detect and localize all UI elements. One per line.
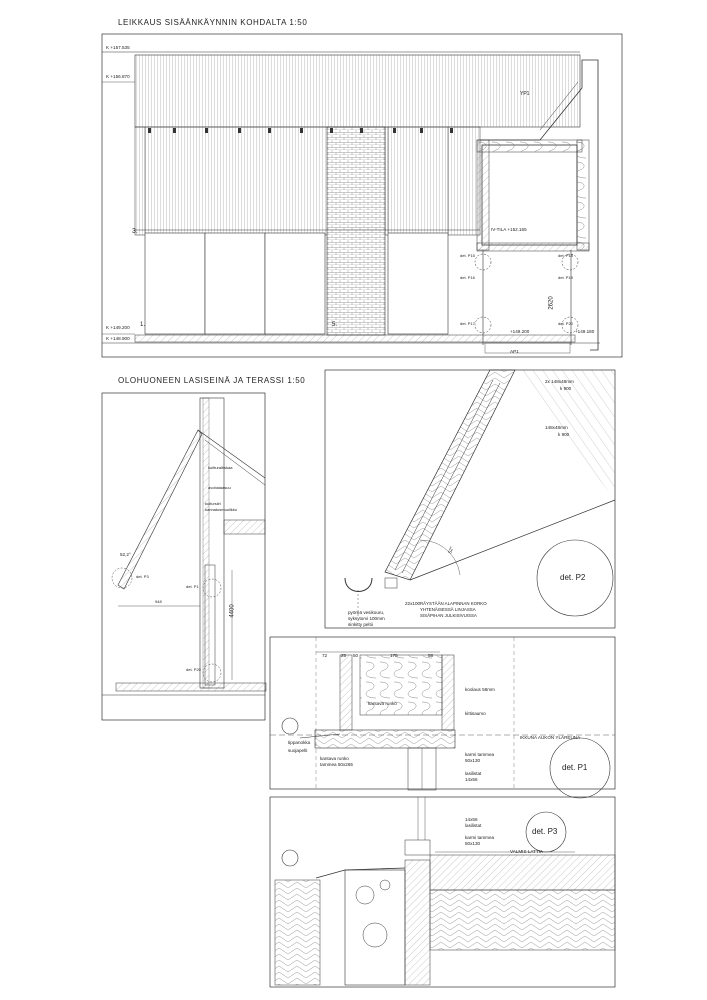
p3-lista-2: lasilistat bbox=[465, 823, 482, 828]
p1-tippa-1: tippanokka bbox=[288, 740, 311, 745]
badge-det-p2: det. P2 bbox=[560, 573, 586, 582]
p1-dim-25: 25 bbox=[341, 653, 347, 658]
p1-kitti: kittisaumo bbox=[465, 711, 486, 716]
p1-tippa-2: suojapelti bbox=[288, 748, 308, 753]
detail-tag-p19: det. P19 bbox=[558, 275, 573, 280]
level-label-4: K +148.900 bbox=[106, 336, 130, 341]
p3-lattia: VALMIS LATTIA bbox=[510, 849, 544, 854]
p1-listat-1: lasilistat bbox=[465, 771, 482, 776]
left-number-1: 1. bbox=[140, 322, 146, 328]
p2-eaves-1: RÄYSTÄÄN ALAPINNAN KORKO bbox=[420, 601, 487, 606]
p3-karmi-1: karmi tammea bbox=[465, 835, 495, 840]
p1-runko-2: tammea 50x265 bbox=[320, 762, 353, 767]
left-note-3: kuitursiiri bbox=[205, 501, 221, 506]
iv-tila-label: IV-TILA +152.165 bbox=[491, 227, 527, 232]
p2-mid-spec-1: 148x48mm bbox=[545, 425, 568, 430]
p1-runko-1: kantava runko bbox=[320, 756, 349, 761]
level-label-2: K +156.870 bbox=[106, 74, 130, 79]
detail-tag-p17: det. P17 bbox=[460, 321, 475, 326]
left-det-p3: det. P3 bbox=[136, 574, 149, 579]
left-det-p1: det. P1 bbox=[186, 584, 199, 589]
p1-dim-50: 50 bbox=[353, 653, 359, 658]
p2-eaves-2: YHTENÄISESSÄ LINJASSA bbox=[420, 607, 476, 612]
p3-lista-1: 14x56 bbox=[465, 817, 478, 822]
p2-eaves-3: SISÄPIHAN JULKISIVUISSA bbox=[420, 613, 477, 618]
badge-det-p3: det. P3 bbox=[532, 827, 558, 836]
roof-tag: YP1 bbox=[520, 91, 530, 97]
detail-tag-p16: det. P16 bbox=[460, 275, 475, 280]
left-det-p20: det. P20 bbox=[186, 667, 201, 672]
ground-tag: AP1 bbox=[510, 349, 519, 354]
left-number-3: 3. bbox=[132, 228, 138, 235]
p2-top-spec-2: k 900 bbox=[560, 386, 572, 391]
right-level: +149.180 bbox=[575, 329, 595, 334]
left-note-4: kannatusmuulikko bbox=[205, 507, 238, 512]
p1-dim-175: 175 bbox=[390, 653, 398, 658]
p2-board: 22x100 bbox=[405, 601, 421, 606]
dim-2620: 2620 bbox=[548, 296, 555, 310]
p1-dim-72: 72 bbox=[322, 653, 328, 658]
p1-ikkuna: IKKUNA AUKON YLÄREUNA bbox=[520, 735, 581, 740]
p2-mid-spec-2: k 900 bbox=[558, 432, 570, 437]
p2-gutter-3: sinkitty peltii bbox=[348, 622, 373, 627]
mid-level: +149.200 bbox=[510, 329, 530, 334]
p1-karmi-1: karmi tammea bbox=[465, 752, 495, 757]
center-number-5: 5. bbox=[332, 322, 338, 328]
p2-gutter-2: syksytorvi 100mm bbox=[348, 616, 385, 621]
dim-948: 948 bbox=[155, 599, 162, 604]
p1-dim-58: 58 bbox=[428, 653, 434, 658]
left-note-1: kuitturaitiskaa bbox=[208, 465, 233, 470]
left-note-2: avobaiaasuu bbox=[208, 485, 231, 490]
p1-karmi-2: 50x130 bbox=[465, 758, 481, 763]
roof-angle: 52,2° bbox=[120, 552, 131, 557]
level-label-1: K +157.535 bbox=[106, 45, 130, 50]
badge-det-p1: det. P1 bbox=[562, 763, 588, 772]
detail-tag-p18: det. P18 bbox=[558, 253, 573, 258]
detail-tag-p15: det. P15 bbox=[460, 253, 475, 258]
level-label-3: K +149.200 bbox=[106, 325, 130, 330]
title-left-section: OLOHUONEEN LASISEINÄ JA TERASSI 1:50 bbox=[118, 376, 306, 385]
detail-tag-p20: det. P20 bbox=[558, 321, 573, 326]
p3-karmi-2: 50x130 bbox=[465, 841, 481, 846]
p2-gutter-1: pyöreä vesikouru, bbox=[348, 610, 385, 615]
p1-listat-2: 14x56 bbox=[465, 777, 478, 782]
p1-koolaus: koolaus 58mm bbox=[465, 687, 495, 692]
p1-kantava: kantava runko bbox=[368, 701, 397, 706]
title-top-section: LEIKKAUS SISÄÄNKÄYNNIN KOHDALTA 1:50 bbox=[118, 18, 308, 27]
p2-top-spec-1: 2x 148x48mm bbox=[545, 379, 574, 384]
dim-4400: 4400 bbox=[229, 604, 236, 618]
